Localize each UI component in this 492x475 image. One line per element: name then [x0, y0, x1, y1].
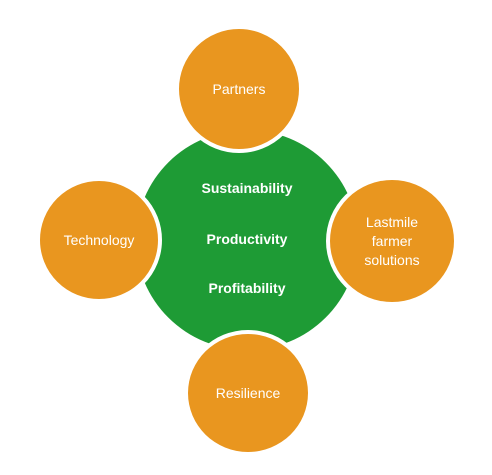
- satellite-label-lastmile-farmer-solutions: Lastmile farmer solutions: [364, 213, 420, 268]
- satellite-circle-technology: Technology: [36, 177, 162, 303]
- center-circle: Sustainability Productivity Profitabilit…: [136, 130, 358, 350]
- center-label-productivity: Productivity: [206, 231, 288, 247]
- satellite-circle-resilience: Resilience: [184, 330, 312, 456]
- satellite-circle-partners: Partners: [175, 25, 303, 153]
- center-labels: Sustainability Productivity Profitabilit…: [136, 130, 358, 350]
- center-label-sustainability: Sustainability: [201, 180, 293, 196]
- satellite-label-partners: Partners: [212, 80, 266, 97]
- center-label-profitability: Profitability: [208, 280, 286, 296]
- satellite-circle-lastmile-farmer-solutions: Lastmile farmer solutions: [326, 176, 458, 306]
- satellite-label-technology: Technology: [63, 231, 135, 248]
- satellite-label-resilience: Resilience: [215, 384, 281, 401]
